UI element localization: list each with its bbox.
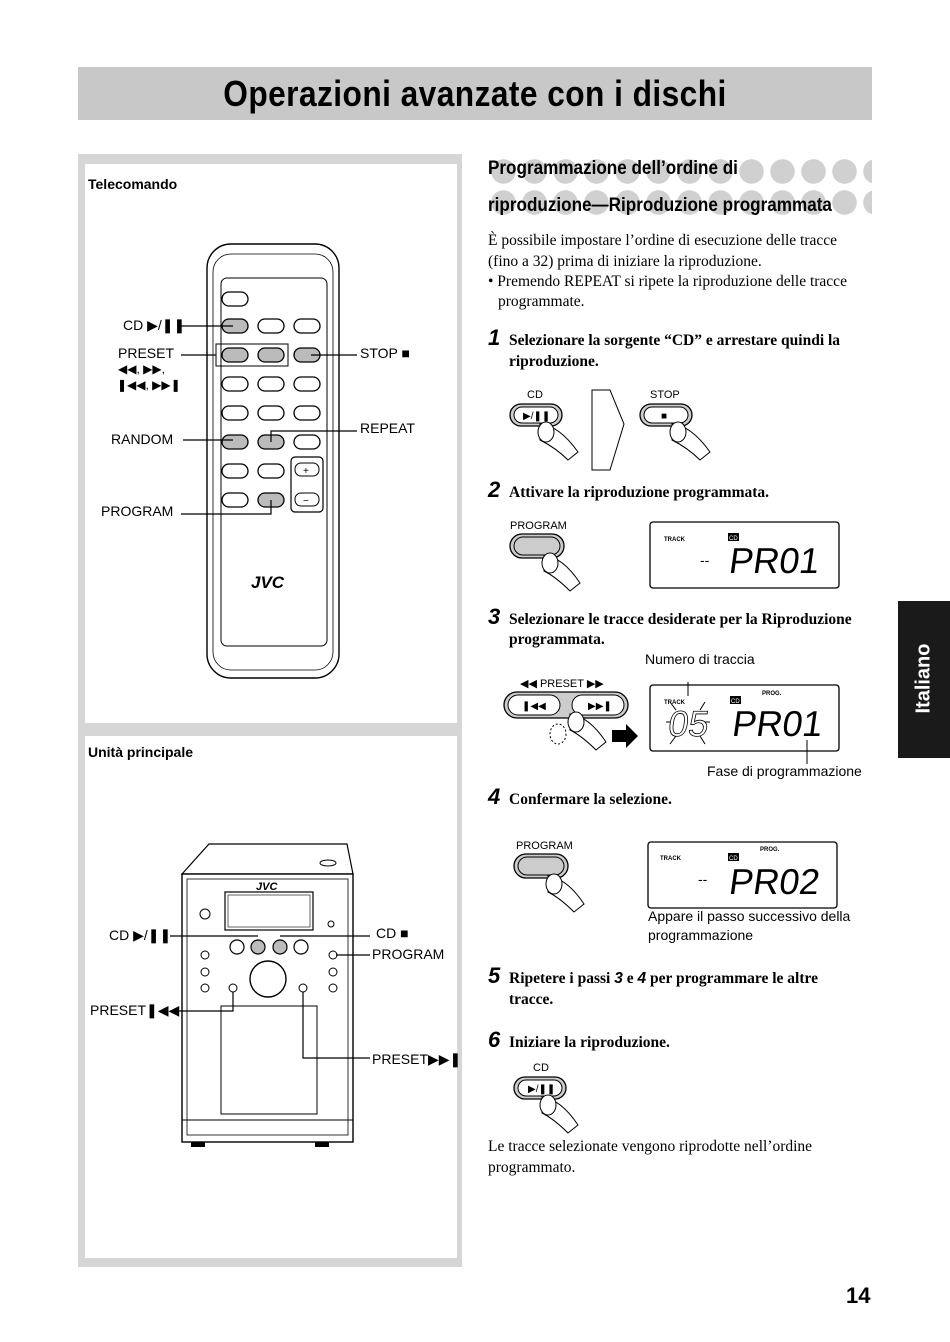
remote-preset-label: PRESET [118, 345, 175, 361]
step3-next-button: ▶▶❚ [588, 701, 612, 712]
step-number: 4 [488, 784, 501, 809]
remote-stop-label: STOP ■ [360, 345, 410, 361]
section-heading-line2: riproduzione—Riproduzione programmata [488, 195, 832, 216]
step4-prog-label: PROG. [760, 847, 780, 853]
step3-text-line2: programmata. [509, 631, 605, 648]
page-number: 14 [846, 1283, 871, 1308]
step5-text-line1: Ripetere i passi 3 e 4 per programmare l… [509, 970, 818, 987]
step1-text-line2: riproduzione. [509, 353, 599, 370]
step-number: 6 [488, 1027, 501, 1052]
bullet-line1: • Premendo REPEAT si ripete la riproduzi… [488, 273, 847, 290]
step4-display-text: PR02 [727, 861, 823, 902]
step3-cd-badge: CD [731, 699, 740, 705]
step2-track-label: TRACK [664, 537, 686, 543]
track-number-caption: Numero di traccia [645, 651, 755, 667]
step3-text-line1: Selezionare le tracce desiderate per la … [509, 611, 852, 628]
language-side-tab-label: Italiano [912, 643, 935, 714]
section-heading-line1: Programmazione dell’ordine di [488, 158, 738, 179]
closing-line2: programmato. [488, 1159, 576, 1176]
step-number: 3 [488, 604, 501, 629]
step1-cd-label: CD [527, 389, 543, 401]
step1-cd-button: ▶/❚❚ [523, 411, 550, 422]
unit-illustration: JVC [170, 843, 370, 1147]
step4-cd-badge: CD [729, 856, 738, 862]
step1-stop-button: ■ [661, 411, 667, 422]
step6-cd-button: ▶/❚❚ [528, 1084, 555, 1095]
step4-text: Confermare la selezione. [509, 791, 672, 808]
step-number: 5 [488, 963, 501, 988]
heading-dot-pattern [488, 156, 872, 218]
step1-text-line1: Selezionare la sorgente “CD” e arrestare… [509, 332, 841, 349]
step4-illustration: PROGRAM TRACK CD PROG. -- PR02 [513, 840, 838, 913]
svg-text:+: + [303, 466, 309, 477]
unit-panel-label: Unità principale [88, 744, 194, 760]
step5-text-line2: tracce. [509, 991, 554, 1008]
unit-preset-next-label: PRESET▶▶❚ [372, 1051, 462, 1067]
step-number: 1 [488, 325, 501, 350]
remote-brand-logo: JVC [251, 573, 285, 592]
unit-brand-logo: JVC [256, 881, 278, 893]
step3-display-text: PR01 [730, 703, 826, 744]
step3-prev-button: ❚◀◀ [522, 701, 546, 712]
closing-line1: Le tracce selezionate vengono riprodotte… [488, 1138, 813, 1155]
step3-illustration: ◀◀ PRESET ▶▶ ❚◀◀ ▶▶❚ TRACK CD PROG. 05 P… [503, 678, 840, 764]
step4-track-label: TRACK [660, 856, 682, 862]
step2-text: Attivare la riproduzione programmata. [509, 484, 770, 501]
language-side-tab: Italiano [898, 601, 950, 758]
bullet-line2: programmate. [498, 293, 585, 310]
step2-display-text: PR01 [727, 540, 823, 581]
remote-cd-play-label: CD ▶/❚❚ [123, 317, 186, 333]
program-step-caption: Fase di programmazione [707, 763, 862, 779]
next-step-caption-line1: Appare il passo successivo della [648, 908, 851, 924]
remote-preset-skip-label: ◀◀, ▶▶, [118, 362, 165, 376]
step2-cd-badge: CD [729, 536, 738, 542]
unit-preset-prev-label: PRESET❚◀◀ [90, 1002, 180, 1018]
remote-random-label: RANDOM [111, 431, 174, 447]
intro-line1: È possibile impostare l’ordine di esecuz… [488, 232, 838, 249]
next-step-caption-line2: programmazione [648, 927, 754, 943]
step3-display-track: 05 [666, 703, 712, 744]
unit-cd-stop-label: CD ■ [376, 925, 409, 941]
step4-display-dash: -- [698, 871, 708, 887]
step3-prog-label: PROG. [762, 691, 782, 697]
step2-illustration: PROGRAM TRACK CD -- PR01 [509, 520, 840, 592]
step6-cd-label: CD [533, 1062, 549, 1074]
step-number: 2 [488, 477, 501, 502]
step3-preset-label: ◀◀ PRESET ▶▶ [520, 678, 604, 690]
intro-line2: (fino a 32) prima di iniziare la riprodu… [488, 253, 762, 270]
remote-program-label: PROGRAM [101, 503, 174, 519]
remote-repeat-label: REPEAT [360, 420, 415, 436]
remote-illustration: + − JVC [181, 243, 357, 679]
step2-program-label: PROGRAM [510, 520, 567, 532]
step1-stop-label: STOP [650, 389, 680, 401]
svg-text:−: − [303, 496, 309, 507]
step1-illustration: CD ▶/❚❚ STOP ■ [509, 389, 711, 471]
step4-program-label: PROGRAM [516, 840, 573, 852]
remote-preset-jump-label: ❚◀◀, ▶▶❚ [117, 378, 181, 392]
unit-cd-play-label: CD ▶/❚❚ [109, 927, 172, 943]
page-title: Operazioni avanzate con i dischi [223, 73, 727, 114]
step6-text: Iniziare la riproduzione. [509, 1034, 670, 1051]
step2-display-dash: -- [700, 552, 710, 568]
title-bar [78, 67, 872, 120]
remote-panel-label: Telecomando [88, 176, 178, 192]
step3-track-label: TRACK [664, 700, 686, 706]
unit-program-label: PROGRAM [372, 946, 445, 962]
step6-illustration: CD ▶/❚❚ [513, 1062, 579, 1134]
